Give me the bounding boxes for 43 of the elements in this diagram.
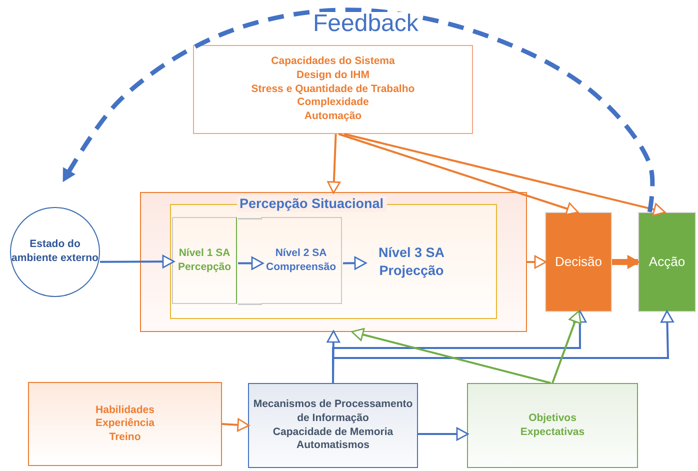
outer-box (140, 192, 527, 332)
arrow (552, 310, 582, 384)
process-box (248, 383, 418, 468)
arrow (327, 134, 341, 194)
arrow (338, 133, 579, 216)
arrow (344, 133, 666, 216)
node-label: Habilidades (96, 404, 154, 418)
node-label: Experiência (96, 417, 154, 431)
node-label: Treino (109, 430, 141, 444)
level-box (261, 217, 342, 304)
arrow (332, 310, 674, 383)
node-label: Expectativas (520, 426, 585, 440)
node-label: Acção (648, 254, 686, 270)
node-label: Design do IHM (296, 69, 370, 83)
section-title: Percepção Situacional (236, 196, 387, 212)
node-label: Automatismos (296, 439, 370, 453)
arrow (100, 254, 175, 268)
arrow (351, 328, 552, 384)
node-label: Automação (304, 110, 362, 124)
node-label: Mecanismos de Processamento de Informação (252, 398, 414, 426)
arrow (222, 418, 250, 432)
node-label: Objetivos (528, 412, 576, 426)
node-label: Nível 1 SA Percepção (176, 246, 232, 274)
node-label: Estado do ambiente externo (11, 238, 99, 266)
feedback-arrow (62, 8, 655, 212)
arrow (612, 255, 640, 269)
arrow (238, 256, 264, 270)
node-label: Nível 3 SA Projecção (377, 244, 446, 280)
node-label: Nível 2 SA Compreensão (264, 246, 338, 274)
goal-box (467, 383, 638, 468)
node-label: Decisão (555, 254, 602, 270)
node-label: Stress e Quantidade de Trabalho (251, 82, 415, 96)
node-label: Complexidade (297, 96, 369, 110)
node-label: Capacidade de Memoria (272, 426, 394, 440)
arrow (418, 427, 469, 441)
arrow (527, 255, 547, 269)
action-box (638, 212, 696, 312)
decision-box (545, 212, 612, 312)
factor-box (28, 382, 222, 466)
level-box (172, 217, 237, 304)
arrow (342, 256, 367, 270)
node-label: Capacidades do Sistema (271, 55, 395, 70)
factor-box (193, 45, 473, 134)
